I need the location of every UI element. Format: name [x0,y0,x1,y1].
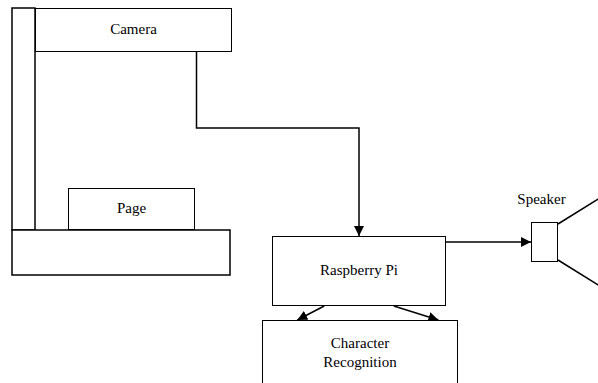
box-label: Camera [110,20,157,40]
stand-post [12,8,35,230]
page-box: Page [68,188,195,230]
speaker-label: Speaker [515,190,567,210]
arrow-connector [394,306,439,320]
speaker-cone [558,260,598,286]
arrow-connector [297,306,324,320]
box-label: Raspberry Pi [314,261,404,281]
arrow-connector [446,241,531,243]
box-label: Page [117,199,146,219]
recognition-box: Character Recognition [262,320,458,383]
arrow-connector [197,52,360,236]
processor-box: Raspberry Pi [272,236,446,306]
box-label: Character Recognition [300,334,420,373]
speaker-symbol: Speaker [531,222,558,262]
camera-box: Camera [35,8,232,52]
stand-base [12,230,230,275]
